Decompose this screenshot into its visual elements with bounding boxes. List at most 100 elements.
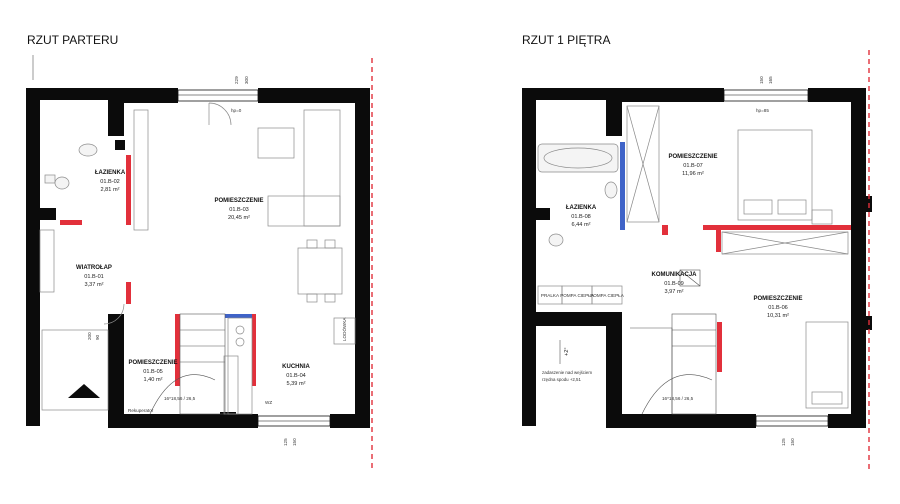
sofa-icon — [303, 109, 341, 227]
window-dim-label: 150 — [759, 76, 764, 84]
stairs-arc — [641, 374, 713, 415]
window-dim-label: 300 — [244, 76, 249, 84]
column — [40, 208, 56, 220]
pillow — [811, 391, 843, 405]
interior-wall — [126, 282, 131, 304]
wall — [828, 414, 866, 428]
wardrobe — [721, 231, 849, 255]
nightstand — [811, 209, 833, 225]
toilet-icon — [548, 233, 564, 247]
room-area: 20,45 m² — [228, 215, 250, 221]
wall — [606, 88, 724, 102]
level-label: +2° — [564, 347, 570, 356]
chair — [324, 239, 336, 249]
toilet-bowl-icon — [54, 176, 70, 190]
wall — [330, 414, 370, 428]
dining-table — [297, 247, 343, 295]
room-code: 01.B-09 — [664, 281, 684, 287]
recuperator-label: Rekuperator — [128, 408, 154, 413]
room-name: KOMUNIKACJA — [652, 272, 698, 278]
bathtub-icon — [537, 143, 619, 173]
door-dim-label: 90 — [95, 334, 100, 340]
wall — [108, 314, 124, 426]
room-name: WIATROŁAP — [76, 265, 112, 271]
room-code: 01.B-04 — [286, 373, 306, 379]
interior-wall — [175, 314, 180, 386]
room-code: 01.B-08 — [571, 214, 591, 220]
interior-wall — [252, 314, 256, 386]
room-code: 01.B-02 — [100, 179, 120, 185]
first-floor-plan: RZUT 1 PIĘTRA 150 165 125 150 hp=85 — [522, 33, 872, 470]
window — [723, 89, 809, 102]
wall — [606, 414, 756, 428]
interior-wall-blue — [620, 142, 625, 230]
wall — [522, 88, 536, 426]
wardrobe — [626, 105, 660, 223]
room-name: POMIESZCZENIE — [128, 360, 177, 366]
interior-wall — [716, 228, 721, 252]
bed-icon — [805, 321, 849, 409]
door-dim-label: 200 — [87, 332, 92, 340]
cooktop-burner-icon — [235, 337, 245, 347]
wall — [851, 88, 866, 426]
sink-icon — [604, 181, 618, 199]
appliance-label: POMPA CIEPŁA — [560, 293, 595, 298]
door-swing — [103, 303, 125, 325]
door-swing — [208, 102, 232, 126]
interior-wall — [662, 225, 668, 235]
height-label: hp=0 — [231, 108, 242, 113]
room-code: 01.B-06 — [768, 305, 788, 311]
room-area: 1,40 m² — [144, 377, 163, 383]
window-dim-label: 150 — [790, 438, 795, 446]
chair — [306, 239, 318, 249]
kitchen-wz-label: WZ — [265, 400, 272, 405]
pillow — [743, 199, 773, 215]
room-code: 01.B-03 — [229, 207, 249, 213]
column — [115, 140, 125, 150]
wardrobe — [39, 229, 55, 293]
room-code: 01.B-07 — [683, 163, 703, 169]
window — [177, 89, 259, 102]
window-dim-label: 229 — [234, 76, 239, 84]
wall — [522, 312, 622, 326]
pillow — [777, 199, 807, 215]
entrance-arrow-icon — [68, 384, 100, 398]
room-area: 3,37 m² — [85, 282, 104, 288]
window-dim-label: 125 — [781, 438, 786, 446]
room-name: ŁAZIENKA — [95, 170, 126, 176]
stairs — [179, 313, 226, 415]
coffee-table — [257, 127, 295, 159]
roof-note: rzędna spodu +2,51 — [542, 377, 581, 382]
interior-wall — [717, 322, 722, 372]
room-area: 10,31 m² — [767, 313, 789, 319]
room-area: 3,97 m² — [665, 289, 684, 295]
cabinet — [133, 109, 149, 231]
room-code: 01.B-01 — [84, 274, 104, 280]
kitchen-counter — [227, 317, 253, 415]
wall — [355, 88, 370, 426]
room-area: 2,81 m² — [101, 187, 120, 193]
height-label: hp=85 — [756, 108, 769, 113]
room-code: 01.B-05 — [143, 369, 163, 375]
heat-pump — [591, 285, 623, 305]
stairs-label: 16*18,56 / 26,5 — [662, 396, 694, 401]
room-name: POMIESZCZENIE — [214, 198, 263, 204]
wall — [522, 88, 620, 100]
wall — [108, 88, 178, 103]
entrance-porch — [41, 329, 109, 411]
first-floor-title: RZUT 1 PIĘTRA — [522, 33, 610, 47]
room-name: POMIESZCZENIE — [668, 154, 717, 160]
wall — [258, 88, 370, 103]
room-name: ŁAZIENKA — [566, 205, 597, 211]
fridge — [333, 317, 356, 345]
column — [536, 208, 550, 220]
room-name: POMIESZCZENIE — [753, 296, 802, 302]
wall — [606, 312, 622, 426]
ground-floor-title: RZUT PARTERU — [27, 33, 118, 47]
sink-icon — [78, 143, 98, 157]
window-dim-label: 150 — [292, 438, 297, 446]
interior-wall — [703, 225, 851, 230]
column — [220, 412, 236, 426]
window-dim-label: 125 — [283, 438, 288, 446]
interior-wall — [126, 155, 131, 225]
